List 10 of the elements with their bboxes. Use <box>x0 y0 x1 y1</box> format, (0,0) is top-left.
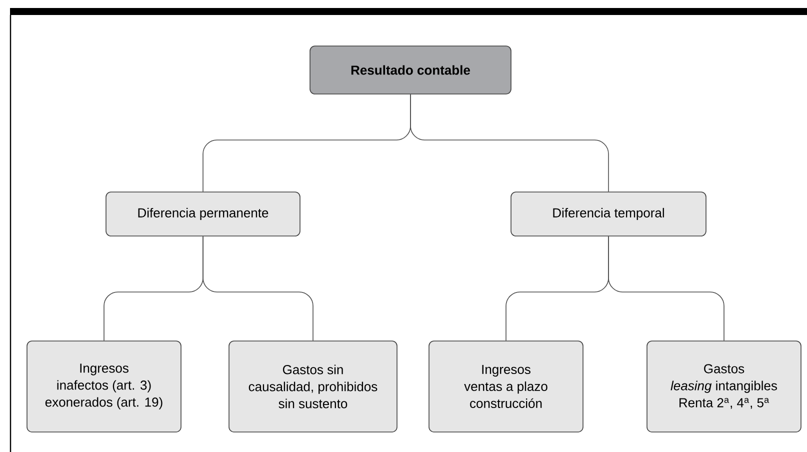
category-box: Gastos leasing intangibles Renta 2$^{a}$, 4$^{a}$, 5$^{a}$ <box>646 340 802 432</box>
connector <box>410 94 609 192</box>
category-box: Ingresos ventas a plazo construcción <box>428 340 584 432</box>
category-box: Diferencia temporal <box>510 192 706 236</box>
connector <box>202 236 314 341</box>
category-box: Gastos sin causalidad, prohibidos sin sustento <box>228 340 398 432</box>
category-box: Ingresos inafectos (art. 3) exonerados (art. 19) <box>26 340 182 432</box>
category-box: Diferencia permanente <box>106 192 300 236</box>
title-box: Resultado contable <box>310 46 512 94</box>
connector <box>608 236 724 341</box>
